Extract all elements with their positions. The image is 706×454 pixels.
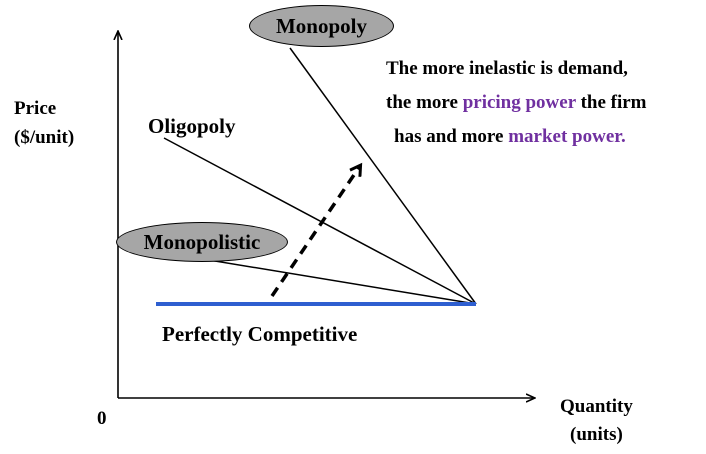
monopoly-label: Monopoly — [275, 13, 367, 38]
pricing-power-highlight: pricing power — [462, 92, 576, 113]
monopolistic-bubble: Monopolistic — [116, 222, 288, 262]
y-axis-label: Price ($/unit) — [14, 94, 74, 152]
note-line-2: the more pricing power the firm — [386, 86, 686, 120]
inelasticity-direction-arrow — [270, 166, 360, 297]
y-axis-label-line1: Price — [14, 98, 57, 119]
x-axis-label-line1: Quantity — [560, 396, 633, 417]
note-line-3: has and more market power. — [386, 120, 686, 154]
y-axis-label-line2: ($/unit) — [14, 127, 75, 148]
note-line-2-start: the more — [386, 92, 463, 113]
market-power-highlight: market power. — [508, 126, 626, 147]
monopoly-demand-line — [289, 47, 477, 305]
oligopoly-label: Oligopoly — [148, 114, 236, 138]
explanation-note: The more inelastic is demand, the more p… — [386, 52, 686, 154]
monopoly-bubble: Monopoly — [249, 5, 394, 47]
origin-label: 0 — [97, 408, 107, 429]
note-line-1: The more inelastic is demand, — [386, 52, 686, 86]
note-line-1-text: The more inelastic is demand, — [386, 58, 628, 79]
note-line-2-end: the firm — [575, 92, 647, 113]
note-line-3-start: has and more — [394, 126, 509, 147]
perfectly-competitive-label: Perfectly Competitive — [162, 322, 358, 346]
x-axis-label-line2: (units) — [570, 424, 623, 445]
monopolistic-label: Monopolistic — [143, 229, 261, 254]
oligopoly-demand-line — [163, 137, 477, 305]
x-axis-label: Quantity (units) — [560, 393, 633, 449]
